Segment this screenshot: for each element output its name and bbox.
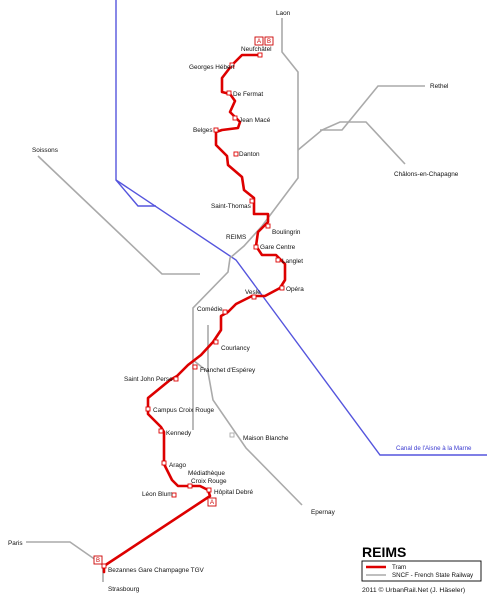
station-marker-comedie xyxy=(222,309,228,315)
legend-railway-label: SNCF - French State Railway xyxy=(392,572,474,579)
station-label-saint-thomas: Saint-Thomas xyxy=(211,203,251,210)
destination-epernay: Epernay xyxy=(311,509,336,516)
station-marker-courlancy xyxy=(213,339,219,345)
railway-courlancy-spur xyxy=(192,359,209,373)
canal-branch xyxy=(115,179,156,207)
destination-laon: Laon xyxy=(276,10,291,17)
station-marker-boulingrin xyxy=(265,223,271,229)
legend: Tram SNCF - French State Railway xyxy=(361,560,482,582)
station-marker-vesle xyxy=(251,294,257,300)
station-marker-leon-blum xyxy=(171,492,177,498)
station-labels: Neufchâtel Georges Hébert De Fermat Jean… xyxy=(108,46,304,574)
station-marker-gare-centre xyxy=(253,244,259,250)
railway-laon xyxy=(261,18,299,227)
badge-b-neufchatel xyxy=(264,36,274,46)
railway-paris xyxy=(26,541,104,582)
legend-tram-label: Tram xyxy=(392,564,406,571)
station-markers xyxy=(101,52,285,569)
destination-strasbourg: Strasbourg xyxy=(108,586,140,593)
station-label-jean-mace: Jean Macé xyxy=(239,117,271,124)
station-label-opera: Opéra xyxy=(286,286,304,293)
railway-chalons xyxy=(297,121,406,165)
station-marker-kennedy xyxy=(158,428,164,434)
station-marker-croix-rouge xyxy=(187,483,193,489)
city-label: REIMS xyxy=(226,234,246,241)
destination-paris: Paris xyxy=(8,540,23,547)
station-label-hopital-debre: Hôpital Debré xyxy=(214,489,254,496)
destination-labels: Laon Rethel Soissons Châlons-en-Chapagne… xyxy=(8,10,459,593)
station-label-arago: Arago xyxy=(169,462,186,469)
station-label-boulingrin: Boulingrin xyxy=(272,229,301,236)
railway-trunk xyxy=(192,225,263,430)
legend-box xyxy=(361,560,482,582)
badge-a-hopital-text: A xyxy=(210,500,214,506)
station-marker-saint-thomas xyxy=(249,198,255,204)
station-label-belges: Belges xyxy=(193,127,213,134)
station-label-de-fermat: De Fermat xyxy=(233,91,263,98)
station-label-croix-rouge: Croix Rouge xyxy=(191,478,227,485)
map-title: REIMS xyxy=(362,544,406,560)
credit: 2011 © UrbanRail.Net (J. Häseler) xyxy=(362,586,465,594)
station-marker-saint-john-perse xyxy=(173,376,179,382)
station-marker-belges xyxy=(213,127,219,133)
railway-layer xyxy=(26,18,425,582)
canal-layer xyxy=(115,0,487,456)
station-marker-georges-hebert xyxy=(229,62,235,68)
station-label-franchet: Franchet d'Espérey xyxy=(200,367,256,374)
station-label-danton: Danton xyxy=(239,151,260,158)
station-label-georges-hebert: Georges Hébert xyxy=(189,64,235,71)
station-marker-de-fermat xyxy=(226,90,232,96)
badge-a-neufchatel xyxy=(254,36,264,46)
station-label-comedie: Comédie xyxy=(197,306,223,313)
badge-b-neufchatel-text: B xyxy=(267,39,271,45)
station-marker-langlet xyxy=(275,257,281,263)
station-label-leon-blum: Léon Blum xyxy=(142,491,173,498)
station-marker-arago xyxy=(161,460,167,466)
destination-chalons: Châlons-en-Chapagne xyxy=(394,171,459,178)
station-label-gare-centre: Gare Centre xyxy=(260,244,296,251)
station-marker-hopital-debre xyxy=(206,487,212,493)
badge-b-bezannes-text: B xyxy=(96,558,100,564)
station-marker-bezannes xyxy=(101,563,107,569)
station-label-langlet: Langlet xyxy=(282,258,303,265)
station-label-mediatheque: Médiathèque xyxy=(188,470,225,477)
railway-rethel xyxy=(320,85,425,131)
station-marker-franchet xyxy=(192,364,198,370)
destination-rethel: Rethel xyxy=(430,83,448,90)
station-label-campus: Campus Croix Rouge xyxy=(153,407,215,414)
station-label-vesle: Vesle xyxy=(245,289,261,296)
station-marker-maison-blanche xyxy=(229,432,235,438)
railway-soissons xyxy=(37,155,200,275)
station-label-maison-blanche: Maison Blanche xyxy=(243,435,289,442)
canal-label: Canal de l'Aisne à la Marne xyxy=(396,445,472,452)
badge-a-neufchatel-text: A xyxy=(257,39,261,45)
station-marker-opera xyxy=(279,285,285,291)
station-marker-danton xyxy=(233,151,239,157)
station-marker-campus xyxy=(145,406,151,412)
badge-a-hopital xyxy=(207,497,217,507)
railway-epernay xyxy=(207,325,303,506)
canal-line-main xyxy=(115,0,487,456)
station-label-bezannes: Bezannes Gare Champagne TGV xyxy=(108,567,205,574)
station-label-neufchatel: Neufchâtel xyxy=(241,46,272,53)
badge-b-bezannes xyxy=(93,555,103,565)
station-label-saint-john-perse: Saint John Perse xyxy=(124,376,173,383)
station-marker-jean-mace xyxy=(232,115,238,121)
destination-soissons: Soissons xyxy=(32,147,58,154)
station-label-courlancy: Courlancy xyxy=(221,345,251,352)
station-marker-neufchatel xyxy=(257,52,263,58)
badges: A B A B xyxy=(93,36,274,565)
station-label-kennedy: Kennedy xyxy=(166,430,192,437)
